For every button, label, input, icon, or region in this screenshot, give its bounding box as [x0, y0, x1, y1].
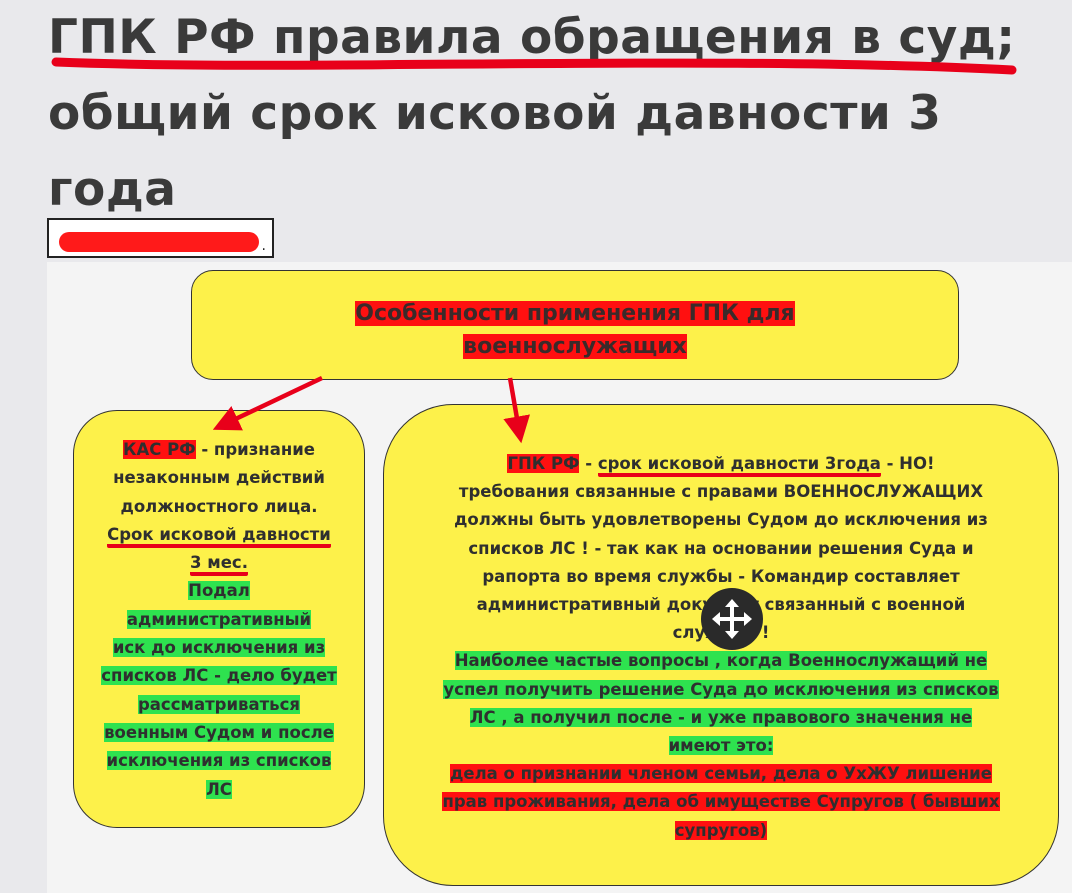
gpk-separator: - [579, 454, 598, 473]
redaction-mark [59, 232, 259, 252]
kas-limitation-value: 3 мес. [190, 553, 248, 577]
gpk-box: ГПК РФ - срок исковой давности 3года - Н… [383, 404, 1059, 886]
title-line-1: ГПК РФ правила обращения в суд; [48, 10, 1016, 65]
gpk-line-2: требования связанные с правами ВОЕННОСЛУ… [458, 482, 984, 502]
kas-green-line: рассматриваться [137, 694, 300, 714]
kas-line-3: должностного лица. [120, 496, 318, 516]
kas-green-line: ЛС [206, 779, 232, 799]
kas-text: - признание [195, 440, 315, 459]
gpk-green-line: имеют это: [668, 736, 774, 756]
gpk-limitation: срок исковой давности 3года [597, 454, 881, 477]
kas-limitation-label: Срок исковой давности [107, 524, 331, 548]
gpk-line-3: должны быть удовлетворены Судом до исклю… [454, 510, 988, 530]
gpk-tag: ГПК РФ [507, 454, 580, 473]
title-line-2: общий срок исковой давности 3 [48, 86, 942, 141]
gpk-line-5: рапорта во время службы - Командир соста… [482, 566, 960, 586]
diagram-heading-box: Особенности применения ГПК для военнослу… [191, 270, 959, 380]
caption-trailing-char: . [261, 238, 266, 254]
heading-line-1: Особенности применения ГПК для [355, 301, 795, 326]
title-line-3: года [48, 162, 177, 217]
kas-box: КАС РФ - признание незаконным действий д… [73, 410, 365, 828]
kas-green-line: военным Судом и после [104, 722, 334, 742]
image-caption-box: . [47, 218, 274, 258]
kas-green-line: иск до исключения из [112, 638, 326, 658]
kas-green-line: административный [126, 609, 312, 629]
gpk-green-line: ЛС , а получил после - и уже правового з… [469, 707, 973, 727]
page-title: ГПК РФ правила обращения в суд; общий ср… [48, 0, 1048, 228]
diagram-image: Особенности применения ГПК для военнослу… [47, 262, 1072, 893]
kas-tag: КАС РФ [123, 440, 196, 459]
gpk-but: - НО! [880, 454, 935, 473]
gpk-line-4: списков ЛС ! - так как на основании реше… [468, 538, 974, 558]
gpk-green-line: успел получить решение Суда до исключени… [443, 679, 999, 699]
gpk-red-line: супругов) [674, 820, 768, 840]
gpk-red-line: прав проживания, дела об имуществе Супру… [442, 792, 1000, 812]
kas-green-line: списков ЛС - дело будет [101, 666, 337, 686]
move-handle[interactable] [701, 588, 763, 650]
kas-green-line: Подал [188, 581, 250, 601]
kas-line-2: незаконным действий [113, 468, 325, 488]
gpk-red-line: дела о признании членом семьи, дела о Ух… [450, 764, 992, 784]
heading-line-2: военнослужащих [463, 334, 687, 359]
gpk-green-line: Наиболее частые вопросы , когда Военносл… [454, 651, 988, 671]
kas-green-line: исключения из списков [106, 751, 332, 771]
